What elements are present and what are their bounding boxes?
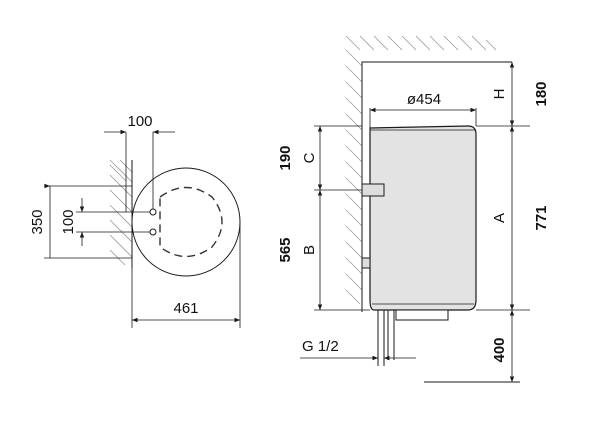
dim-gap-letter: H: [491, 89, 508, 100]
dim-mount-height: 350: [29, 185, 132, 259]
dim-overall-depth: 461: [131, 222, 241, 328]
dim-spacing-side-label: 100: [60, 209, 77, 234]
dim-spacing-top: 100: [104, 113, 175, 212]
dim-upper-letter: C: [301, 152, 318, 163]
side-view-wall: [345, 35, 512, 312]
pipe-lower-icon: [149, 228, 157, 236]
wall-bracket-lower: [361, 257, 371, 269]
dim-overall-depth-label: 461: [173, 300, 198, 317]
dim-gap: H 180: [491, 61, 550, 126]
dim-diameter: ø454: [369, 91, 477, 128]
dim-middle-letter: B: [301, 245, 318, 255]
dim-spacing-side: 100: [60, 198, 132, 246]
dim-upper: C 190: [277, 126, 323, 190]
wall-bracket: [361, 183, 385, 197]
tank-outline-circle: [131, 167, 241, 277]
dim-diameter-label: ø454: [407, 91, 441, 108]
dim-floor-gap: 400: [491, 310, 515, 382]
dim-mount-height-label: 350: [29, 209, 46, 234]
dim-floor-gap-value: 400: [491, 337, 508, 362]
dim-body-height: A 771: [491, 126, 550, 310]
tank-body: [369, 125, 477, 311]
top-view-wall: [109, 159, 133, 268]
inner-tank-dashed: [159, 186, 223, 258]
bottom-flange: [395, 309, 449, 321]
dim-thread-label: G 1/2: [302, 338, 339, 355]
dim-body-value: 771: [533, 205, 550, 230]
dim-body-letter: A: [491, 213, 508, 223]
dim-thread: G 1/2: [300, 338, 416, 361]
dim-spacing-top-label: 100: [127, 113, 152, 130]
dim-middle: B 565: [277, 190, 323, 310]
dim-gap-value: 180: [533, 81, 550, 106]
dim-middle-value: 565: [277, 237, 294, 262]
pipe-upper-icon: [149, 208, 157, 216]
dim-upper-value: 190: [277, 145, 294, 170]
side-view: ø454 H 180 A 771 400 C 190: [277, 35, 550, 383]
top-view: 100 350 100 461: [29, 113, 241, 328]
